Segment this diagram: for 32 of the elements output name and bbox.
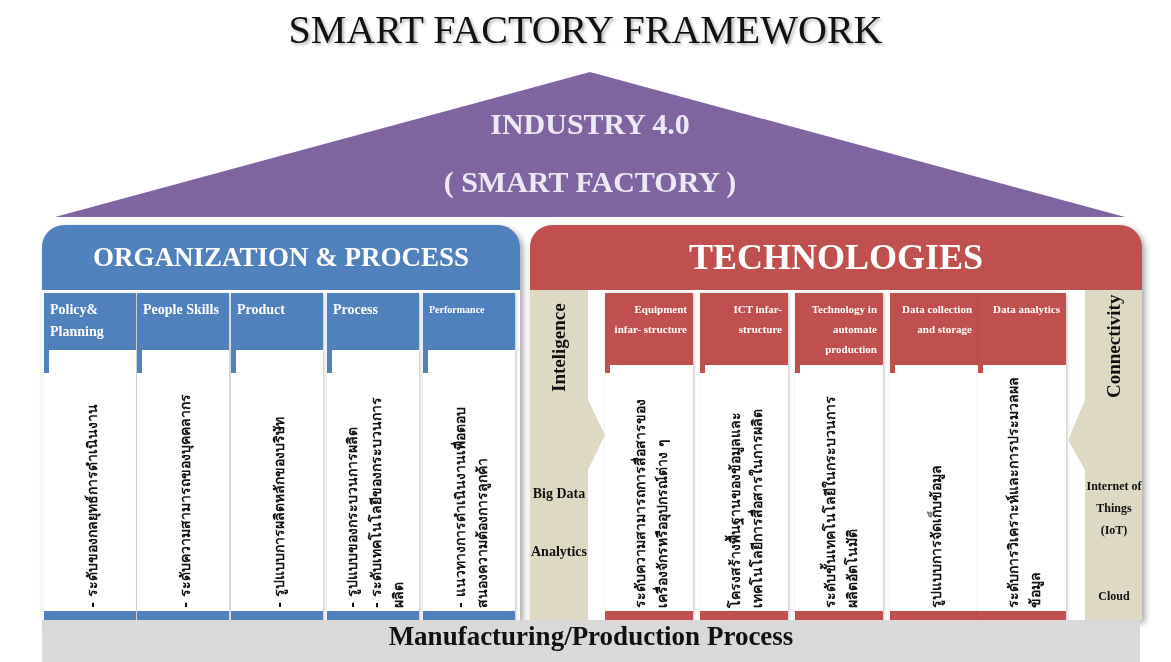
roof-heading: INDUSTRY 4.0 [489, 107, 691, 141]
description-text: ระดับขั้นเทคโนโลยีในกระบวนการผลิตอัตโนมัติ [820, 395, 861, 608]
band-heading: Inteligence [547, 302, 570, 395]
pillar-column [44, 293, 136, 620]
pillar-column [795, 293, 883, 620]
description-text: - ระดับของกลยุทธ์การดำเนินงาน [83, 404, 102, 608]
description-text: รูปแบบการจัดเก็บข้อมูล [926, 465, 946, 608]
description-text: โครงสร้างพื้นฐานของข้อมูลและเทคโนโลยีการสื่อสารในการผลิต [725, 408, 766, 608]
pillar-column [231, 293, 323, 620]
description-text: ระดับความสามารถการสื่อสารของเครื่องจักรหรืออุปกรณ์ต่าง ๆ [630, 398, 672, 608]
header-banner: TECHNOLOGIES [530, 225, 1142, 290]
pillar-column [327, 293, 419, 620]
header-banner: ORGANIZATION & PROCESS [42, 225, 520, 290]
description-text: ระดับการวิเคราะห์และการประมวลผลข้อมูล [1004, 376, 1045, 608]
description-text: - แนวทางการดำเนินงานเพื่อตอบสนองความต้องการลูกค้า [450, 406, 492, 608]
base-band [42, 620, 1140, 662]
description-text: - ระดับเทคโนโลยีของกระบวนการผลิต [366, 396, 407, 608]
description-text: - รูปแบบของกระบวนการผลิต [343, 427, 362, 608]
band-label: Big Data Analytics [530, 485, 588, 561]
pillar-column [605, 293, 693, 620]
pillar-column [423, 293, 515, 620]
roof-heading: ( SMART FACTORY ) [442, 165, 738, 199]
pillar-column [137, 293, 229, 620]
band-label: Cloud [1097, 588, 1131, 605]
pillar-column [700, 293, 788, 620]
title: SMART FACTORY FRAMEWORK [287, 6, 884, 53]
base-label: Manufacturing/Production Process [387, 620, 795, 652]
pillar-column [978, 293, 1066, 620]
pillar-column [890, 293, 978, 620]
description-text: - ระดับความสามารถของบุคคลากร [176, 394, 195, 608]
band-label: Internet of Things (IoT) [1085, 478, 1143, 539]
description-text: - รูปแบบการผลิตหลักของบริษัท [270, 417, 289, 608]
